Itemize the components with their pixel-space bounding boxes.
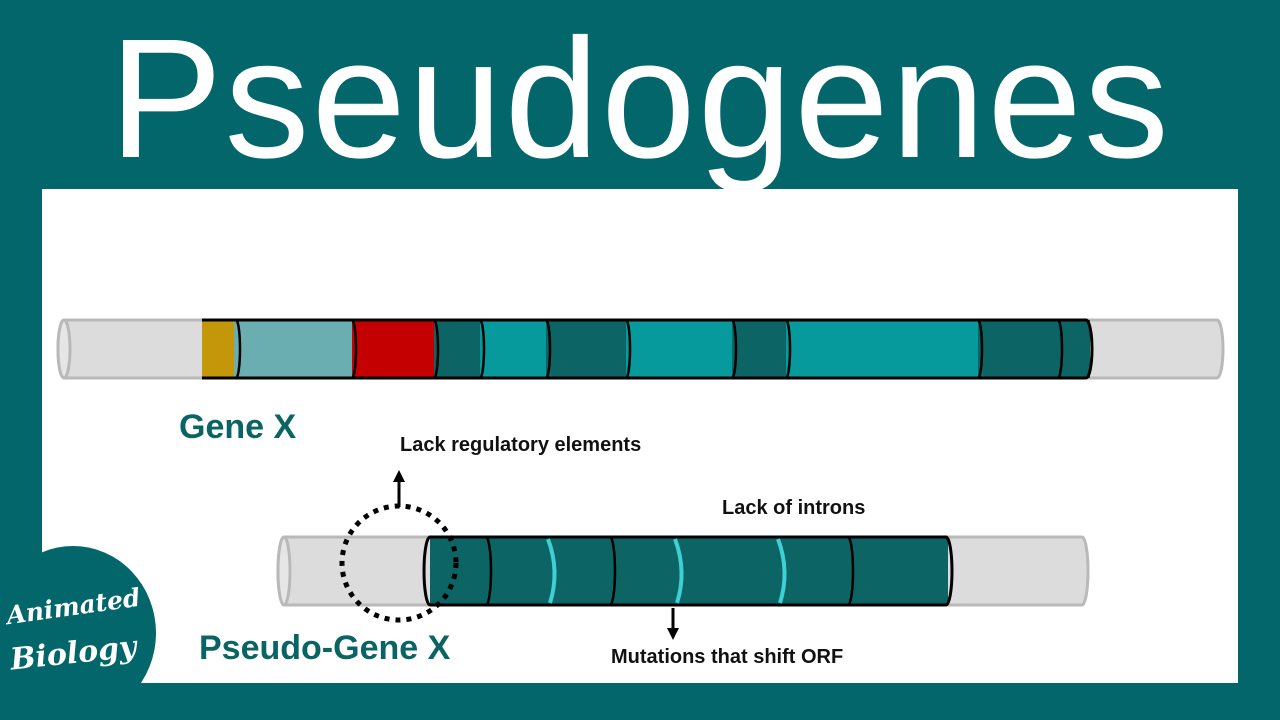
gene-x-dividers [235,318,1064,380]
pseudo-gene-x-label: Pseudo-Gene X [199,629,451,667]
lack-regulatory-note: Lack regulatory elements [400,434,642,456]
mutations-note: Mutations that shift ORF [611,646,844,668]
mutation-mark-3 [776,538,787,604]
mutation-marks [546,538,787,604]
gene-x-exon-4 [626,320,734,378]
gene-x-regulatory-segment [202,320,236,378]
lack-introns-note: Lack of introns [722,497,866,519]
mutation-mark-2 [673,538,684,604]
logo-line-1: Animated [4,582,143,631]
gene-x-right-end [1083,318,1225,380]
gene-x-red-segment [352,320,436,378]
gene-x-tube [56,318,1225,380]
gene-x-exon-5 [732,320,788,378]
logo-line-2: Biology [8,629,139,678]
gene-x-exon-3 [546,320,628,378]
gene-x-exon-7 [978,320,1060,378]
arrow-up-icon [393,470,405,507]
page-title: Pseudogenes [109,4,1171,194]
pseudo-gene-tube [276,535,1090,607]
gene-x-exon-8 [1058,320,1090,378]
pseudo-right-end [943,535,1090,607]
pseudo-outline [422,535,954,607]
pseudo-left-cap [276,535,292,607]
mutation-mark-1 [546,538,557,604]
gene-x-left-cap [56,318,72,380]
pseudo-dividers [485,535,855,607]
animated-biology-logo: Animated Biology [0,546,156,720]
gene-x-outline [202,318,1094,380]
pseudo-left-end [276,535,434,607]
gene-x-exon-1 [434,320,482,378]
gene-x-utr-segment [234,320,354,378]
pseudo-coding-region [430,537,948,605]
gene-x-exon-2 [480,320,548,378]
gene-x-exon-6 [786,320,980,378]
gene-x-left-end [56,318,208,380]
arrow-down-icon [667,608,679,640]
gene-x-label: Gene X [179,408,297,446]
